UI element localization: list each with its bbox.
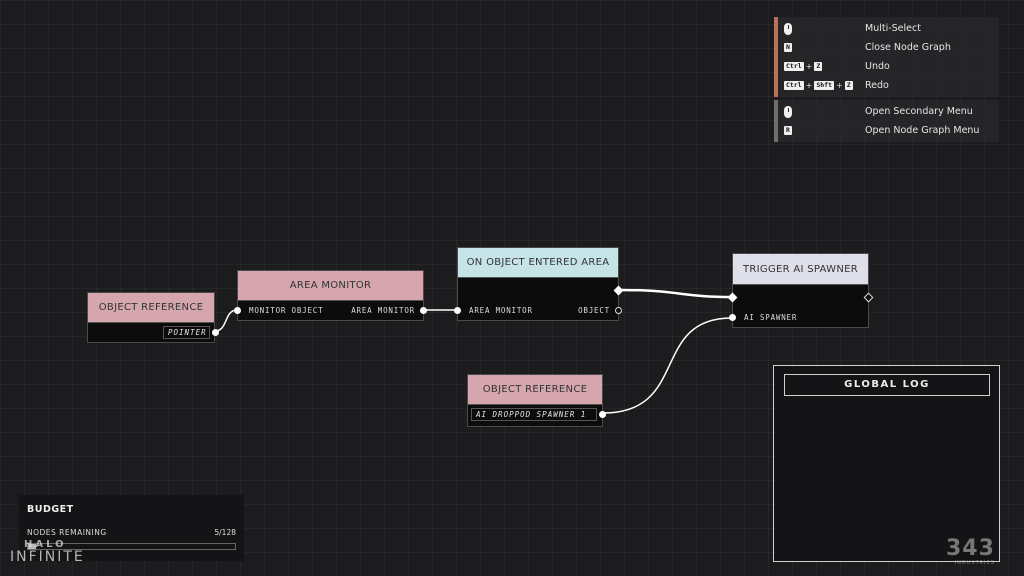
input-port-monitor-object[interactable] bbox=[234, 307, 241, 314]
logo-halo-text: HALO bbox=[24, 539, 67, 550]
global-log-title: GLOBAL LOG bbox=[784, 374, 990, 396]
keycap: Z bbox=[844, 81, 853, 90]
mouse-icon bbox=[784, 22, 792, 35]
control-label: Close Node Graph bbox=[865, 42, 951, 53]
wire-exec-flow[interactable] bbox=[618, 288, 733, 299]
key-combo bbox=[774, 22, 865, 35]
keycap: Z bbox=[814, 62, 823, 71]
node-title[interactable]: AREA MONITOR bbox=[238, 271, 423, 301]
key-combo: Ctrl+Z bbox=[774, 62, 865, 71]
control-row: Open Secondary Menu bbox=[774, 102, 999, 121]
exec-output-port[interactable] bbox=[613, 285, 624, 296]
control-label: Redo bbox=[865, 80, 889, 91]
keycap: Ctrl bbox=[784, 81, 804, 90]
port-label-object: OBJECT bbox=[578, 306, 610, 315]
budget-title: BUDGET bbox=[27, 504, 74, 515]
wire-spawner-link[interactable] bbox=[602, 317, 733, 414]
plus-icon: + bbox=[805, 62, 813, 71]
input-port-ai-spawner[interactable] bbox=[729, 314, 736, 321]
input-port-area-monitor[interactable] bbox=[454, 307, 461, 314]
node-object-reference-pointer[interactable]: OBJECT REFERENCE POINTER bbox=[87, 292, 219, 343]
control-row: R Open Node Graph Menu bbox=[774, 121, 999, 140]
control-label: Undo bbox=[865, 61, 890, 72]
node-object-reference-spawner[interactable]: OBJECT REFERENCE AI DROPPOD SPAWNER 1 bbox=[467, 374, 606, 427]
nodes-remaining-count: 5/128 bbox=[214, 528, 236, 537]
keycap: Ctrl bbox=[784, 62, 804, 71]
output-port-area-monitor[interactable] bbox=[420, 307, 427, 314]
port-label-area-monitor: AREA MONITOR bbox=[469, 306, 533, 315]
node-title[interactable]: TRIGGER AI SPAWNER bbox=[733, 254, 868, 285]
node-on-object-entered-area[interactable]: ON OBJECT ENTERED AREA AREA MONITOR OBJE… bbox=[454, 247, 624, 321]
keycap: N bbox=[784, 43, 792, 52]
logo-infinite-text: INFINITE bbox=[10, 549, 85, 565]
spawner-value-field[interactable]: AI DROPPOD SPAWNER 1 bbox=[471, 408, 597, 421]
exec-input-port[interactable] bbox=[727, 292, 738, 303]
node-trigger-ai-spawner[interactable]: TRIGGER AI SPAWNER AI SPAWNER bbox=[727, 253, 874, 328]
global-log-panel[interactable]: GLOBAL LOG bbox=[773, 365, 1000, 562]
node-title[interactable]: OBJECT REFERENCE bbox=[468, 375, 602, 405]
control-label: Multi-Select bbox=[865, 23, 921, 34]
node-title[interactable]: ON OBJECT ENTERED AREA bbox=[458, 248, 618, 278]
wire-pointer-to-monitor-object[interactable] bbox=[214, 309, 238, 332]
control-label: Open Secondary Menu bbox=[865, 106, 973, 117]
exec-output-port[interactable] bbox=[863, 292, 874, 303]
port-label-area-monitor: AREA MONITOR bbox=[351, 306, 415, 315]
pointer-value-field[interactable]: POINTER bbox=[163, 326, 210, 339]
nodes-remaining-label: NODES REMAINING bbox=[27, 528, 107, 537]
halo-infinite-logo: HALO INFINITE bbox=[10, 539, 100, 567]
logo-343-number: 343 bbox=[946, 536, 995, 561]
node-area-monitor[interactable]: AREA MONITOR MONITOR OBJECT AREA MONITOR bbox=[234, 270, 427, 321]
output-port-spawner[interactable] bbox=[599, 411, 606, 418]
budget-progress-bar bbox=[27, 543, 236, 550]
key-combo: N bbox=[774, 43, 865, 52]
control-row: N Close Node Graph bbox=[774, 38, 999, 57]
343-industries-logo: 343 INDUSTRIES bbox=[946, 536, 995, 567]
mouse-icon bbox=[784, 105, 792, 118]
port-label-ai-spawner: AI SPAWNER bbox=[744, 313, 798, 322]
output-port-object[interactable] bbox=[615, 307, 622, 314]
node-title[interactable]: OBJECT REFERENCE bbox=[88, 293, 214, 323]
key-combo: Ctrl+Shft+Z bbox=[774, 81, 865, 90]
control-label: Open Node Graph Menu bbox=[865, 125, 980, 136]
output-port-pointer[interactable] bbox=[212, 329, 219, 336]
keycap: R bbox=[784, 126, 792, 135]
budget-panel: BUDGET NODES REMAINING 5/128 bbox=[19, 495, 244, 561]
budget-progress-fill bbox=[28, 544, 37, 549]
key-combo bbox=[774, 105, 865, 118]
port-label-monitor-object: MONITOR OBJECT bbox=[249, 306, 324, 315]
keycap: Shft bbox=[814, 81, 835, 90]
plus-icon: + bbox=[836, 81, 843, 90]
control-row: Multi-Select bbox=[774, 19, 999, 38]
key-combo: R bbox=[774, 126, 865, 135]
plus-icon: + bbox=[805, 81, 813, 90]
logo-343-subtitle: INDUSTRIES bbox=[954, 560, 995, 566]
